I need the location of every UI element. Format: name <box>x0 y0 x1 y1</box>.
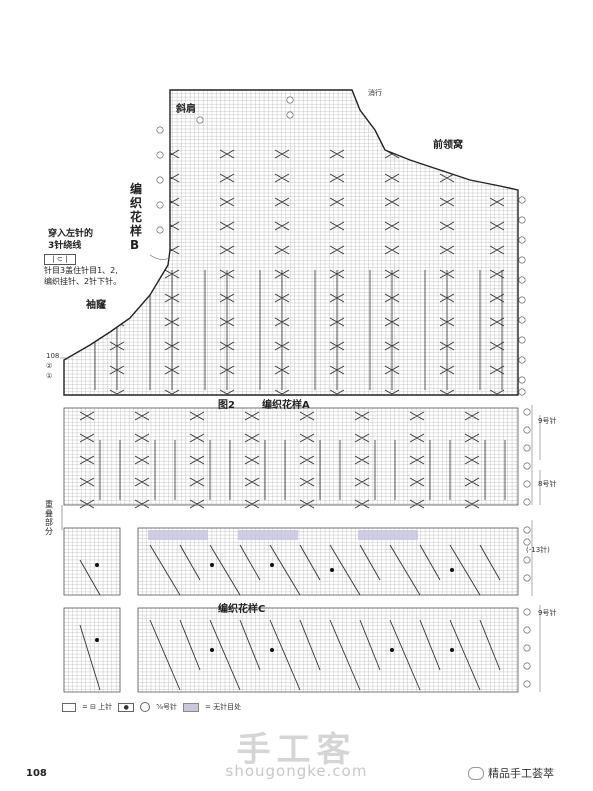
label-armhole: 袖窿 <box>86 300 106 311</box>
brand-badge: 精品手工荟萃 <box>468 765 554 781</box>
label-end-row: 消行 <box>368 89 382 97</box>
watermark-cn: 手工客 <box>236 730 357 770</box>
left-number-1: ① <box>46 372 53 380</box>
legend-shaded-box <box>182 702 199 712</box>
left-number-2: ② <box>46 362 53 370</box>
thread-note-line-2: 编织挂针、2针下针。 <box>44 277 122 286</box>
legend-circle <box>140 702 151 712</box>
label-pattern-b: 编织花样B <box>130 182 143 252</box>
legend-no-stitch: = 无针目处 <box>204 703 242 711</box>
lower-chart <box>63 527 519 693</box>
label-overlap: 重叠部分 <box>45 500 53 536</box>
thread-note-line-1: 针目3盖住针目1、2, <box>44 266 118 275</box>
middle-chart <box>63 407 519 509</box>
label-nine-needles-1: 9号针 <box>538 417 557 425</box>
legend-knit: = ⊟ 上针 <box>82 703 113 711</box>
label-front-neck: 前领窝 <box>433 140 463 151</box>
thread-note-title: 穿入左针的 3针绕线 <box>48 228 93 252</box>
brand-name: 精品手工荟萃 <box>488 767 554 780</box>
upper-chart <box>63 89 519 396</box>
legend-dot-box: ● <box>118 702 135 712</box>
label-pattern-a: 编织花样A <box>262 400 310 411</box>
legend-size: ⅝号针 <box>156 703 177 711</box>
label-nine-needles-2: 9号针 <box>538 609 557 617</box>
page-number: 108 <box>26 768 47 779</box>
thread-title-1: 穿入左针的 <box>48 229 94 239</box>
thread-symbol: | ⊂ | <box>44 254 76 265</box>
label-figure: 图2 <box>218 400 235 411</box>
wechat-icon <box>468 766 484 780</box>
label-shoulder: 斜肩 <box>176 104 196 115</box>
label-pattern-c: 编织花样C <box>218 604 266 615</box>
left-number-108: 108 <box>46 352 60 360</box>
thread-title-2: 3针绕线 <box>48 241 82 251</box>
label-eight-needles: 8号针 <box>538 480 557 488</box>
legend: = ⊟ 上针 ● ⅝号针 = 无针目处 <box>62 702 241 712</box>
label-minus13: (-13针) <box>526 546 550 554</box>
row-numbers <box>60 96 541 692</box>
thread-note-desc: 针目3盖住针目1、2, 编织挂针、2针下针。 <box>44 265 121 287</box>
legend-empty-box <box>62 702 76 712</box>
watermark-url: shougongke.com <box>225 762 368 780</box>
